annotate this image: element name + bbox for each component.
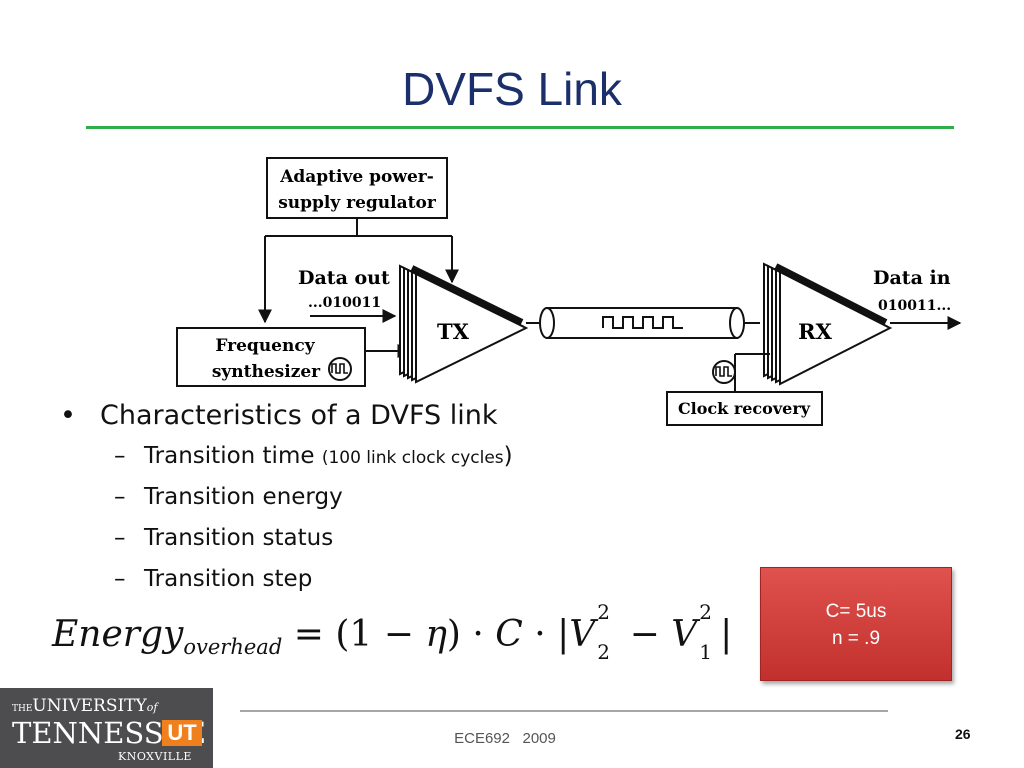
- logo-university: UNIVERSITY: [32, 696, 147, 716]
- clock-recovery-box: [666, 391, 823, 426]
- page-number: 26: [955, 726, 971, 742]
- synthesizer-label-2: synthesizer: [212, 362, 321, 382]
- callout-line-2: n = .9: [831, 628, 881, 649]
- bullet-sub-1-note: (100 link clock cycles: [321, 448, 504, 468]
- bullet-dash: –: [114, 566, 126, 592]
- bullet-sub-1: –Transition time (100 link clock cycles): [60, 436, 700, 477]
- title-underline: [86, 126, 954, 129]
- formula-v2-sub: 2: [597, 640, 611, 664]
- bullet-dash: –: [114, 443, 126, 469]
- formula-lhs-subscript: overhead: [183, 635, 283, 659]
- formula-mid: ) ·: [446, 614, 496, 655]
- bullet-dot: •: [60, 400, 76, 431]
- formula-minus: −: [618, 614, 672, 655]
- formula-abs-close: |: [720, 614, 733, 655]
- channel: [539, 307, 745, 339]
- recovery-clock-icon: [712, 360, 736, 384]
- bullet-sub-1-close: ): [503, 443, 513, 469]
- synthesizer-label-1: Frequency: [215, 336, 315, 356]
- formula-abs-open: · |: [522, 614, 570, 655]
- bullet-sub-3: –Transition status: [60, 518, 700, 559]
- formula-v2: V: [569, 614, 596, 655]
- formula-v1: V: [671, 614, 698, 655]
- logo-of: of: [146, 701, 158, 714]
- logo-line-1: THEUNIVERSITYof: [12, 696, 157, 716]
- data-in-label: Data in: [873, 267, 951, 289]
- bullet-sub-4: –Transition step: [60, 559, 700, 600]
- formula-lhs: Energy: [52, 614, 184, 655]
- data-in-bits: 010011...: [878, 298, 951, 314]
- university-logo: THEUNIVERSITYof TENNESSEE UT KNOXVILLE: [0, 688, 213, 768]
- footer-text: ECE692 2009: [454, 730, 556, 747]
- bullet-dash: –: [114, 525, 126, 551]
- bullet-sub-2-text: Transition energy: [144, 484, 343, 510]
- bullet-sub-4-text: Transition step: [144, 566, 313, 592]
- rx-label: RX: [798, 319, 832, 344]
- regulator-box: [266, 157, 448, 219]
- logo-knoxville: KNOXVILLE: [118, 750, 192, 763]
- synth-clock-icon: [328, 357, 352, 381]
- logo-ut-mark: UT: [162, 720, 202, 746]
- rx-receiver: [763, 262, 893, 386]
- bullet-list: •Characteristics of a DVFS link –Transit…: [60, 396, 700, 600]
- regulator-label-2: supply regulator: [278, 193, 437, 213]
- bullet-sub-2: –Transition energy: [60, 477, 700, 518]
- formula-eta: η: [425, 614, 447, 655]
- data-out-bits: ...010011: [308, 295, 381, 311]
- formula-equals: = (1 −: [282, 614, 426, 655]
- tx-driver: [399, 264, 529, 384]
- bullet-main-text: Characteristics of a DVFS link: [100, 400, 498, 431]
- bullet-sub-3-text: Transition status: [144, 525, 334, 551]
- formula-v2-sup: 2: [597, 600, 611, 624]
- logo-the: THE: [12, 704, 33, 714]
- callout-line-1: C= 5us: [825, 601, 887, 622]
- parameter-callout: C= 5us n = .9: [760, 567, 952, 681]
- bullet-main: • Characteristics of a DVFS link: [60, 396, 700, 436]
- footer-rule: [240, 710, 888, 712]
- tx-label: TX: [437, 319, 470, 344]
- clock-recovery-label: Clock recovery: [678, 399, 811, 418]
- formula-c: C: [495, 614, 523, 655]
- data-out-label: Data out: [298, 267, 390, 289]
- slide-title: DVFS Link: [402, 63, 622, 115]
- regulator-label-1: Adaptive power-: [279, 167, 434, 187]
- bullet-sub-1-text: Transition time: [144, 443, 315, 469]
- formula-v1-sub: 1: [699, 640, 712, 664]
- dvfs-link-diagram: Adaptive power- supply regulator Frequen…: [176, 157, 962, 426]
- formula-v1-sup: 2: [699, 600, 712, 624]
- bullet-dash: –: [114, 484, 126, 510]
